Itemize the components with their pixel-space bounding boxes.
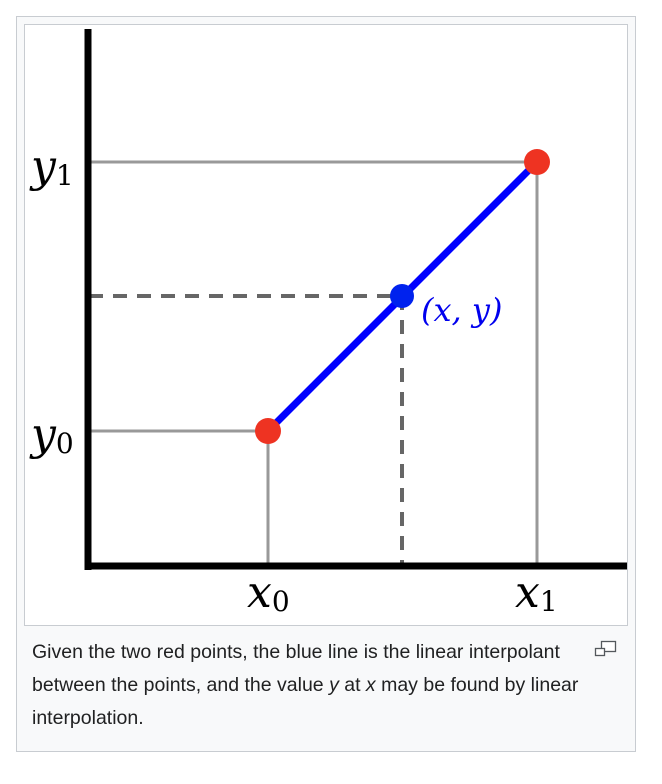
caption-var-y: y: [329, 674, 339, 696]
label-point-xy: (x, y): [421, 291, 502, 329]
label-y1: y1: [29, 141, 74, 192]
figure-caption: Given the two red points, the blue line …: [32, 641, 579, 729]
label-y0: y0: [29, 409, 74, 460]
magnify-clip-icon[interactable]: [594, 640, 618, 658]
blue-point-xy: [390, 284, 414, 308]
label-x1: x1: [515, 567, 558, 618]
red-point-end: [524, 149, 550, 175]
diagram-svg: y1 y0 x0 x1 (x, y): [29, 29, 627, 618]
red-point-start: [255, 418, 281, 444]
interpolation-diagram[interactable]: y1 y0 x0 x1 (x, y): [24, 24, 628, 626]
caption-var-x: x: [365, 674, 376, 696]
label-x0: x0: [247, 567, 290, 618]
